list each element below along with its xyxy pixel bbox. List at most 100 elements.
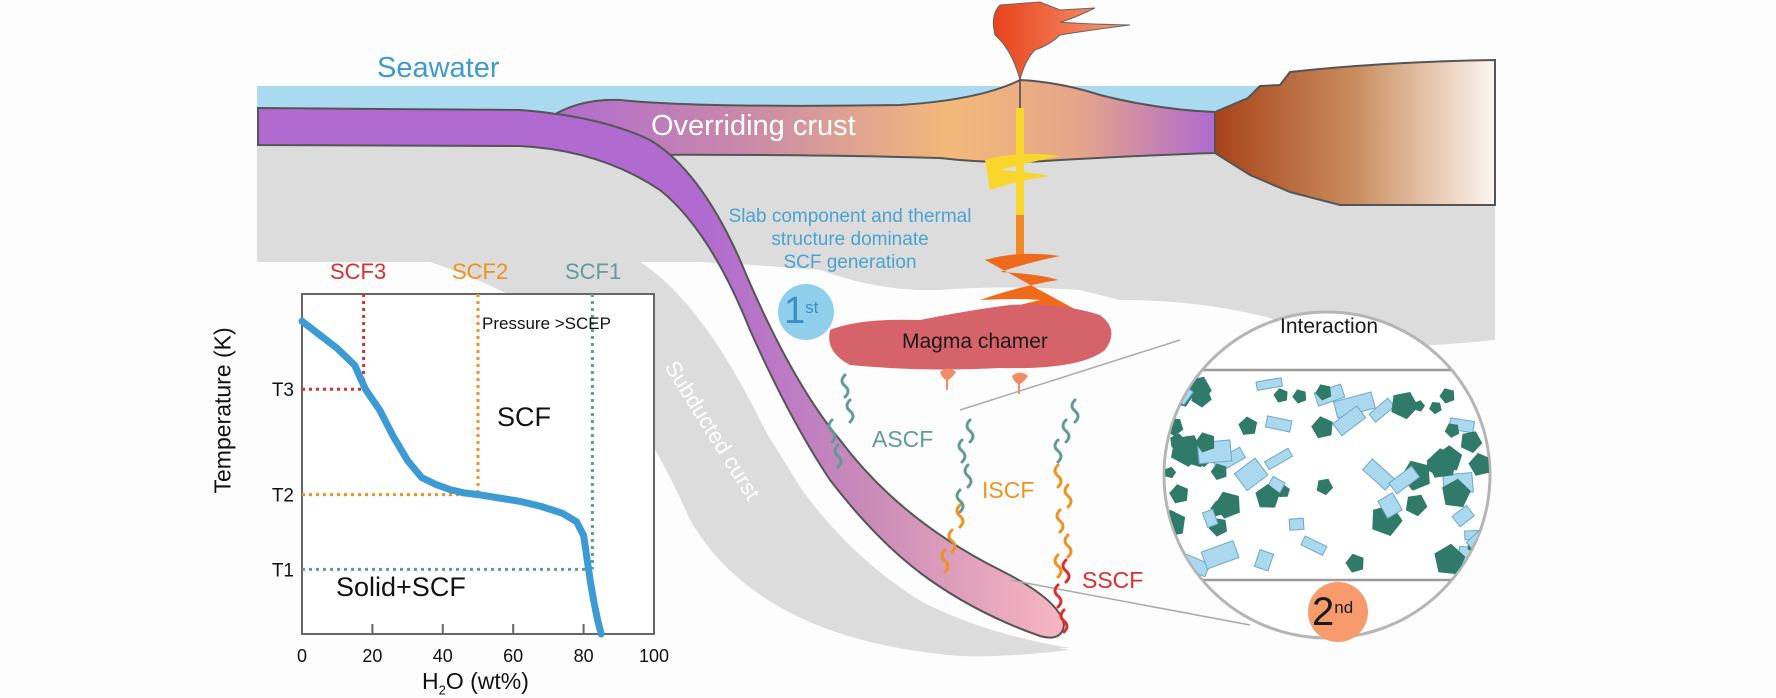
mineral-grain-dark	[1210, 463, 1227, 480]
chart-scf2-label: SCF2	[452, 259, 509, 284]
sscf-fluid-icon	[1053, 583, 1063, 609]
mineral-grain-dark	[1429, 402, 1442, 415]
mineral-grain-dark	[1442, 478, 1471, 508]
ascf-fluid-icon	[827, 418, 837, 444]
mineral-grain-dark	[1292, 389, 1307, 404]
ascf-fluid-icon	[955, 488, 965, 514]
mineral-grain-light	[1300, 535, 1328, 556]
ascf-fluid-icon	[845, 398, 855, 424]
mineral-grain-light	[1388, 465, 1421, 495]
ascf-fluid-icon	[965, 418, 975, 444]
badge-second	[1308, 582, 1368, 642]
chart-y-tick-label: T2	[272, 486, 294, 507]
mantle-region	[257, 140, 1495, 347]
chart-x-tick-label: 100	[639, 646, 669, 666]
ascf-fluid-icon	[957, 438, 967, 464]
badge-second-suffix: nd	[1334, 597, 1354, 617]
ascf-fluid-icon	[963, 463, 973, 489]
mineral-grain-light	[1264, 415, 1293, 433]
iscf-label: ISCF	[982, 477, 1035, 503]
chart-y-axis-label: Temperature (K)	[209, 327, 236, 494]
chart-series-solvus	[298, 317, 605, 638]
sscf-label: SSCF	[1082, 567, 1144, 593]
mineral-grain-light	[1377, 492, 1403, 519]
magma-chamber-label: Magma chamer	[902, 330, 1048, 353]
mineral-grain-dark	[1316, 478, 1334, 496]
overriding-crust	[546, 78, 1216, 164]
mineral-grain-light	[1332, 405, 1367, 437]
magma-droplets	[940, 368, 1028, 394]
annotation-line-3: SCF generation	[783, 252, 917, 273]
mineral-grain-dark	[1213, 491, 1240, 519]
mineral-grain-light	[1253, 549, 1275, 572]
badge-first	[778, 284, 834, 340]
mineral-grain-light	[1263, 447, 1294, 471]
mineral-grain-dark	[1255, 484, 1280, 508]
annotation-text: Slab component and thermal structure dom…	[700, 205, 1000, 274]
iscf-fluid-icon	[1063, 483, 1073, 509]
chart-y-tick-label: T1	[272, 560, 294, 581]
sscf-fluid-icon	[1059, 608, 1069, 634]
mineral-grain-dark	[1315, 384, 1332, 401]
eruption-plume-icon	[992, 1, 1131, 82]
mineral-grain-light	[1200, 539, 1240, 570]
mineral-grain-dark	[1468, 452, 1489, 476]
badge-first-text: 1st	[784, 290, 818, 333]
badge-first-suffix: st	[805, 297, 819, 317]
chart-x-tick-label: 0	[297, 646, 307, 666]
chart-solid-scf-label: Solid+SCF	[336, 572, 466, 602]
mineral-grain-dark	[1195, 432, 1215, 453]
interaction-label: Interaction	[1280, 315, 1379, 338]
magma-chamber	[829, 304, 1112, 370]
iscf-fluid-icon	[1053, 463, 1063, 489]
badge-second-text: 2nd	[1312, 590, 1353, 635]
ascf-fluid-icon	[840, 373, 850, 399]
mineral-grain-dark	[1434, 543, 1466, 575]
mineral-grain-dark	[1444, 423, 1460, 438]
mineral-grain-dark	[1169, 484, 1188, 504]
callout-line-bottom	[1009, 579, 1251, 626]
iscf-fluid-icon	[1063, 533, 1073, 559]
chart-scf3-label: SCF3	[330, 259, 387, 284]
mineral-grain-dark	[1238, 416, 1258, 435]
badge-second-number: 2	[1312, 590, 1335, 634]
mineral-grain-light	[1368, 397, 1396, 423]
ascf-fluid-icon	[1061, 418, 1071, 444]
chart-x-tick-label: 20	[362, 646, 382, 666]
badge-first-number: 1	[784, 290, 806, 332]
mineral-grain-dark	[1311, 416, 1333, 439]
iscf-fluid-icon	[955, 503, 965, 529]
mineral-grain-dark	[1439, 388, 1455, 404]
seawater-label: Seawater	[377, 52, 500, 84]
sscf-fluid-icon	[1061, 558, 1071, 584]
ascf-fluid-icon	[1053, 438, 1063, 464]
annotation-line-1: Slab component and thermal	[728, 206, 972, 227]
mineral-grain-dark	[1405, 494, 1428, 517]
chart-scf1-label: SCF1	[565, 259, 622, 284]
chart-x-tick-label: 80	[574, 646, 594, 666]
iscf-fluid-icon	[947, 528, 957, 554]
mineral-grain-dark	[1426, 448, 1457, 478]
mineral-grains	[1165, 376, 1489, 578]
iscf-fluid-icon	[1055, 508, 1065, 534]
ascf-fluid-icon	[833, 443, 843, 469]
mineral-grain-light	[1288, 517, 1305, 531]
chart-x-tick-label: 40	[433, 646, 453, 666]
chart-pressure-label: Pressure >SCEP	[482, 314, 611, 333]
mineral-grain-dark	[1460, 431, 1483, 453]
mineral-grain-light	[1201, 508, 1219, 529]
iscf-fluid-icon	[1053, 553, 1063, 579]
chart-x-tick-label: 60	[503, 646, 523, 666]
mineral-grain-dark	[1273, 388, 1288, 403]
chart-x-axis-label: H2O (wt%)	[422, 668, 529, 698]
mineral-grain-dark	[1345, 553, 1364, 573]
mineral-grain-light	[1451, 504, 1475, 528]
continental-crust	[1214, 58, 1496, 206]
mineral-grain-dark	[1165, 466, 1177, 479]
chart-scf-region-label: SCF	[497, 402, 551, 432]
iscf-fluid-icon	[940, 548, 950, 574]
mineral-grain-dark	[1191, 387, 1212, 408]
mineral-grain-light	[1255, 377, 1284, 392]
